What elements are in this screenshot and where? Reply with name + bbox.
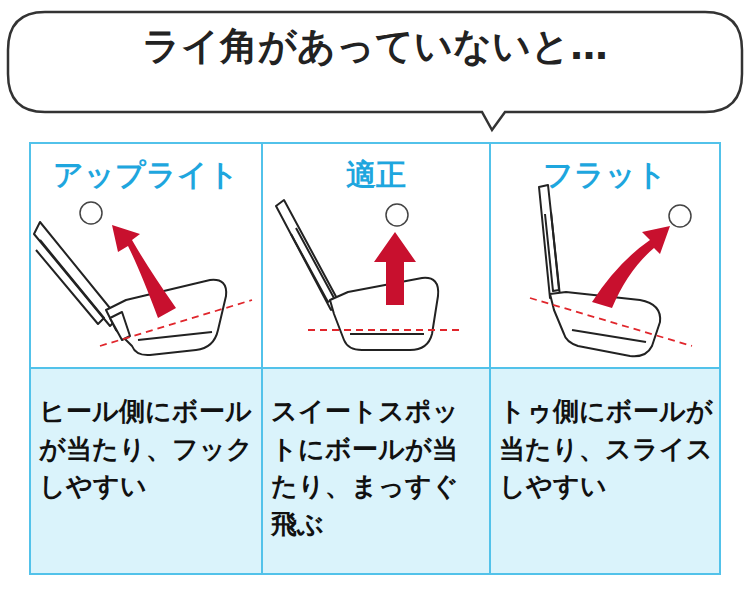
ball-direction-arrow (374, 232, 416, 305)
ball-direction-arrow (592, 226, 670, 308)
title-text: ライ角があっていないと… (20, 24, 730, 69)
speech-bubble (8, 12, 742, 130)
column-text: ヒール側にボールが当たり、フックしやすい (39, 393, 255, 506)
cell-fill (30, 368, 720, 574)
table-column: アップライトヒール側にボールが当たり、フックしやすい (31, 144, 261, 574)
lie-line (100, 300, 252, 346)
ball (386, 204, 408, 226)
table-column: フラットトゥ側にボールが当たり、スライスしやすい (491, 144, 719, 574)
ball-direction-arrow (112, 225, 176, 318)
column-heading: フラット (491, 158, 719, 193)
column-text: スイートスポットにボールが当たり、まっすぐ飛ぶ (271, 393, 483, 544)
club-upright (34, 222, 226, 355)
ball (80, 202, 102, 224)
column-heading: アップライト (31, 158, 261, 193)
table-border (30, 143, 720, 574)
table-rule (261, 143, 263, 574)
club-flat (539, 185, 660, 356)
column-heading: 適正 (263, 158, 489, 193)
table-rule (489, 143, 491, 574)
club-correct (276, 200, 438, 350)
ball (669, 205, 691, 227)
lie-line (308, 329, 464, 331)
table-rule (30, 367, 720, 369)
column-text: トゥ側にボールが当たり、スライスしやすい (499, 393, 713, 506)
table-column: 適正スイートスポットにボールが当たり、まっすぐ飛ぶ (263, 144, 489, 574)
